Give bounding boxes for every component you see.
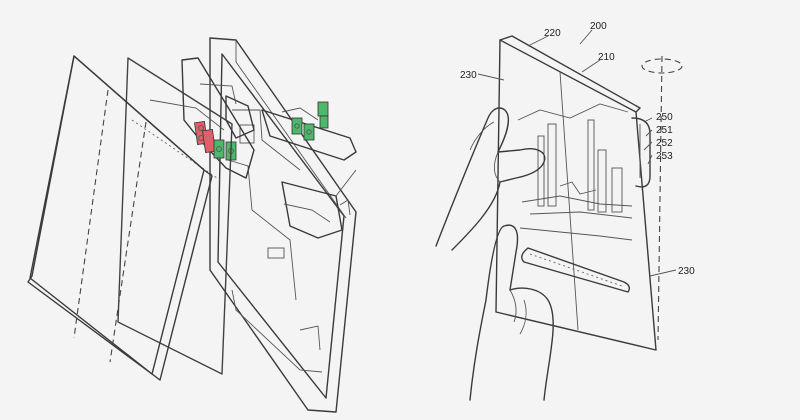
chip-green-3 xyxy=(291,117,303,135)
label-252: 252 xyxy=(656,138,673,149)
label-230-bottom: 230 xyxy=(678,266,695,277)
exploded-view xyxy=(27,37,357,413)
label-251: 251 xyxy=(656,125,673,136)
leader-lines xyxy=(477,29,677,277)
label-250: 250 xyxy=(656,112,673,123)
lower-hand xyxy=(469,224,554,401)
upper-hand xyxy=(435,107,546,251)
chip-green-5 xyxy=(317,101,329,117)
display-panel xyxy=(27,55,213,381)
device-body xyxy=(495,35,683,351)
chip-green-4 xyxy=(303,123,315,141)
label-230-top: 230 xyxy=(460,70,477,81)
label-210: 210 xyxy=(598,52,615,63)
sheet-layer xyxy=(117,57,233,375)
reference-labels: 200 220 210 230 250 251 252 253 230 xyxy=(460,21,695,277)
component-chips xyxy=(194,101,329,161)
chip-red-2 xyxy=(202,128,216,154)
chip-green-6 xyxy=(319,115,329,129)
label-220: 220 xyxy=(544,28,561,39)
label-253: 253 xyxy=(656,151,673,162)
label-200: 200 xyxy=(590,21,607,32)
handheld-view: 200 220 210 230 250 251 252 253 230 xyxy=(435,21,695,401)
housing-frame xyxy=(209,37,357,413)
speaker-grille xyxy=(521,247,631,293)
circuit-layer xyxy=(181,57,357,239)
city-scene xyxy=(517,103,633,241)
chip-green-1 xyxy=(213,139,225,159)
